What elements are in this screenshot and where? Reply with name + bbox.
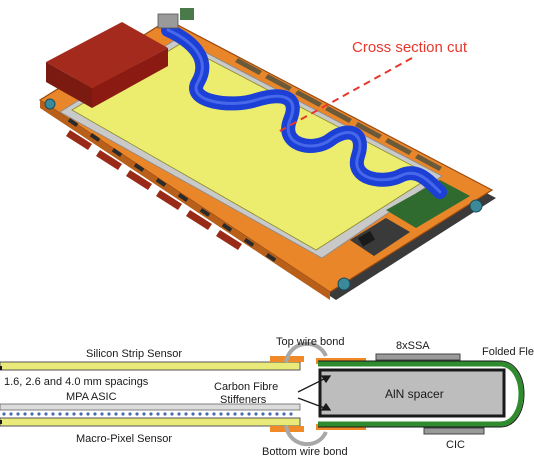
bump-bond [37, 412, 41, 416]
bump-bond [212, 412, 216, 416]
bump-bond [282, 412, 286, 416]
folded-flex-highlight [166, 28, 442, 194]
macro-pixel-sensor-label: Macro-Pixel Sensor [76, 433, 172, 445]
bump-bond [191, 412, 195, 416]
bump-bond [44, 412, 48, 416]
frame-side-strips [66, 130, 242, 250]
bump-bond [163, 412, 167, 416]
bump-bond-row [2, 412, 293, 416]
service-hybrid-pcb [350, 180, 470, 256]
aln-spacer-label: AlN spacer [385, 387, 444, 401]
folded-flex-label: Folded Fle [482, 346, 534, 358]
macro-pixel-sensor-bar [0, 417, 301, 427]
cic-label: CIC [446, 439, 465, 451]
bump-bond [65, 412, 69, 416]
top-wire-bond-label: Top wire bond [276, 336, 345, 348]
bump-bond [156, 412, 160, 416]
readout-chip-row [235, 58, 442, 171]
bump-bond [72, 412, 76, 416]
cross-section-cut-line [277, 57, 413, 133]
bump-bond [247, 412, 251, 416]
bump-bond [86, 412, 90, 416]
bump-bond [198, 412, 202, 416]
bump-bond [268, 412, 272, 416]
top-wire-bond-shape [284, 341, 328, 363]
silicon-strip-sensor-label: Silicon Strip Sensor [86, 348, 182, 360]
carbon-fibre-label: Carbon Fibre [214, 381, 278, 393]
bump-bond [254, 412, 258, 416]
bump-bond [114, 412, 118, 416]
bump-bond [149, 412, 153, 416]
bump-bond [289, 412, 293, 416]
bump-bond [58, 412, 62, 416]
service-block [46, 22, 168, 108]
folded-flex-loop [318, 361, 524, 427]
ssa-label: 8xSSA [396, 340, 430, 352]
bump-bond [9, 412, 13, 416]
stiffener-arrows [297, 375, 332, 411]
bump-bond [79, 412, 83, 416]
bump-bond [16, 412, 20, 416]
bump-bond [170, 412, 174, 416]
bump-bond [205, 412, 209, 416]
bump-bond [184, 412, 188, 416]
bump-bond [261, 412, 265, 416]
bump-bond [177, 412, 181, 416]
bump-bond [2, 412, 6, 416]
spacings-label: 1.6, 2.6 and 4.0 mm spacings [4, 376, 149, 388]
bump-bond [233, 412, 237, 416]
bump-bond [240, 412, 244, 416]
left-edge-mark-top [0, 366, 2, 370]
bump-bond [226, 412, 230, 416]
cic-chip [423, 427, 485, 435]
aln-spacer-block [318, 368, 506, 418]
bump-bond [107, 412, 111, 416]
bump-bond [23, 412, 27, 416]
bump-bond [100, 412, 104, 416]
module-3d-view: Cross section cut [38, 8, 496, 300]
mpa-asic-label: MPA ASIC [66, 391, 117, 403]
folded-flex-outline [318, 360, 525, 428]
bump-bond [135, 412, 139, 416]
bottom-wire-bond-label: Bottom wire bond [262, 446, 348, 458]
bump-bond [30, 412, 34, 416]
frame-connectors [67, 118, 277, 262]
mpa-asic-bar [0, 403, 301, 411]
left-edge-mark-bottom [0, 420, 2, 424]
mounting-rings [44, 98, 483, 291]
top-connector [157, 8, 194, 29]
bump-bond [275, 412, 279, 416]
bump-bond [128, 412, 132, 416]
ssa-chip [375, 353, 461, 361]
bump-bond [219, 412, 223, 416]
bottom-wire-bond-shape [284, 425, 328, 447]
stiffeners-label: Stiffeners [220, 394, 267, 406]
bump-bond [142, 412, 146, 416]
bump-bond [121, 412, 125, 416]
bump-bond [51, 412, 55, 416]
cross-section-cut-label: Cross section cut [352, 39, 468, 56]
cross-section-view: Silicon Strip Sensor 1.6, 2.6 and 4.0 mm… [0, 336, 534, 458]
silicon-strip-sensor-bar [0, 361, 301, 371]
bump-bond [93, 412, 97, 416]
